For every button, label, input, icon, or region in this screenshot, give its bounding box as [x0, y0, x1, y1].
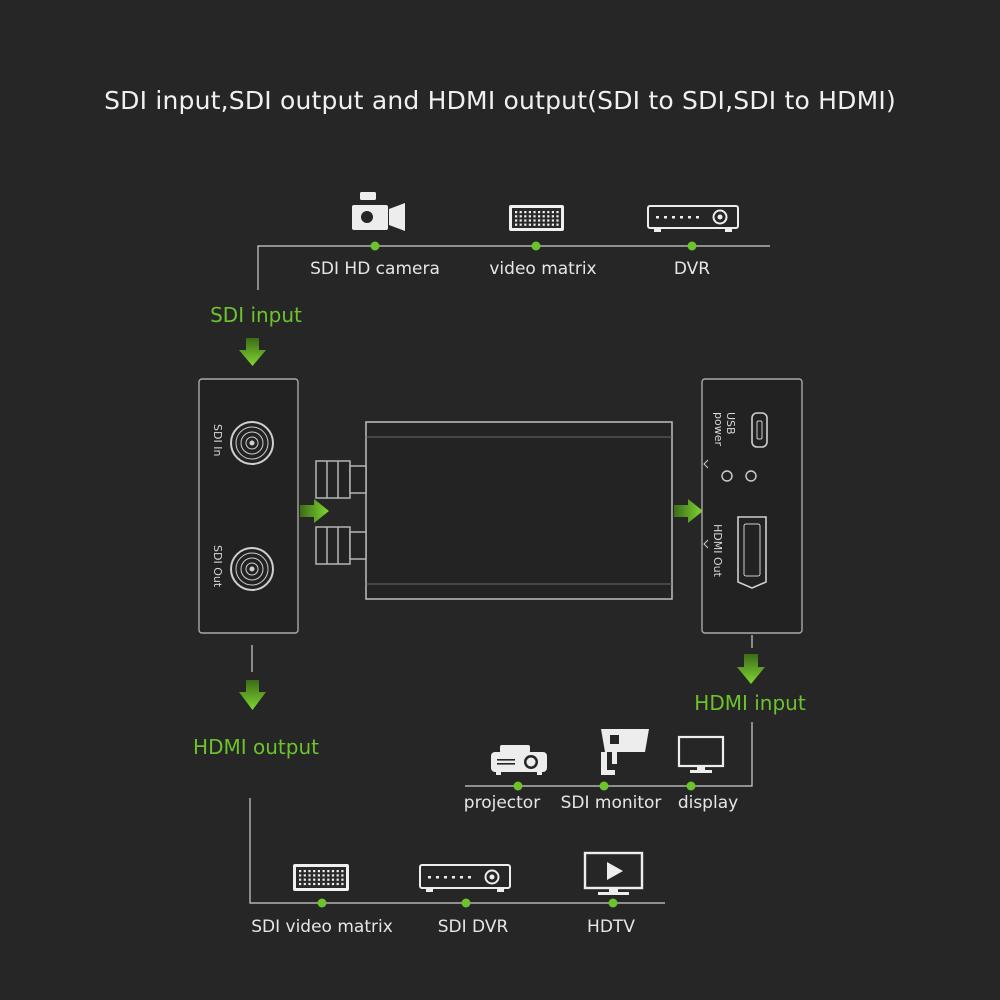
- connection-dots: [317, 241, 697, 908]
- arrow-right-icon: [300, 499, 329, 523]
- device-label-projector: projector: [463, 793, 541, 813]
- hdmi-input-label: HDMI input: [694, 691, 806, 715]
- bnc-connector: [315, 526, 367, 565]
- device-label-hdtv: HDTV: [587, 917, 635, 937]
- usb-port: [751, 412, 768, 448]
- led-indicators: [721, 470, 757, 482]
- monitor-camera-icon: [601, 729, 649, 775]
- source-label-camera: SDI HD camera: [310, 259, 440, 279]
- hdmi-output-label: HDMI output: [193, 735, 319, 759]
- arrow-down-icon: [737, 654, 765, 684]
- port-label-usb-power: USB power: [712, 412, 737, 446]
- bnc-connector: [315, 460, 367, 499]
- device-label-sdi-monitor: SDI monitor: [560, 793, 662, 813]
- hdmi-port: [737, 516, 767, 589]
- device-label-display: display: [677, 793, 739, 813]
- converter-device: [315, 421, 673, 600]
- projector-icon: [491, 745, 547, 775]
- display-icon: [677, 735, 725, 773]
- dvr-icon: [419, 864, 511, 892]
- camera-icon: [352, 192, 405, 231]
- arrow-down-icon: [239, 680, 266, 710]
- arrow-right-icon: [674, 499, 703, 523]
- video-matrix-icon: [293, 864, 349, 891]
- source-label-video-matrix: video matrix: [489, 259, 597, 279]
- page-title: SDI input,SDI output and HDMI output(SDI…: [104, 86, 896, 115]
- source-label-dvr: DVR: [673, 259, 711, 279]
- device-label-sdi-dvr: SDI DVR: [437, 917, 509, 937]
- port-label-sdi-out: SDI Out: [211, 545, 224, 588]
- sdi-input-label: SDI input: [210, 303, 302, 327]
- arrow-down-icon: [239, 338, 266, 366]
- dvr-icon: [647, 205, 739, 232]
- hdtv-icon: [583, 851, 644, 895]
- left-port-panel: [198, 378, 299, 634]
- connection-lines: [249, 245, 770, 904]
- port-label-sdi-in: SDI In: [211, 424, 224, 457]
- port-label-hdmi-out: HDMI Out: [711, 524, 724, 577]
- right-port-panel: [701, 378, 803, 634]
- device-label-sdi-video-matrix: SDI video matrix: [251, 917, 393, 937]
- sdi-in-connector: [230, 421, 274, 465]
- sdi-out-connector: [230, 547, 274, 591]
- video-matrix-icon: [509, 205, 564, 231]
